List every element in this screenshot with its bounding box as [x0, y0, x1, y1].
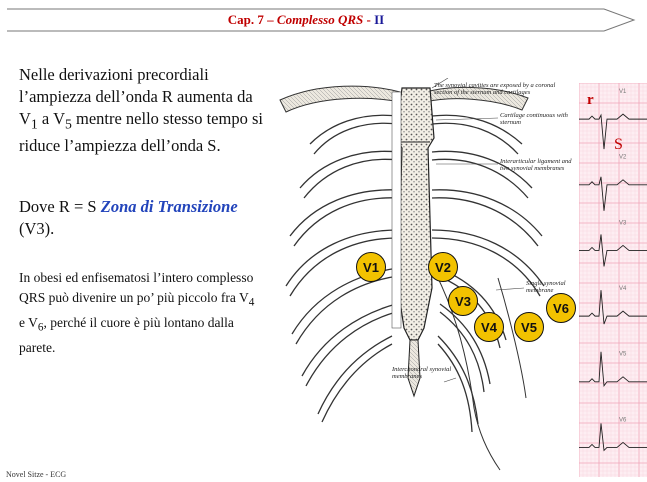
header-topic: Complesso QRS: [276, 12, 364, 27]
lead-marker-v5: V5: [514, 312, 544, 342]
ecg-trace-v1: [579, 113, 647, 150]
ecg-trace-v5: [579, 351, 647, 387]
header-separator: -: [363, 12, 375, 27]
lead-marker-v1: V1: [356, 252, 386, 282]
ecg-lead-label: V2: [619, 155, 627, 161]
label-single-synovial: Single synovial membrane: [526, 280, 566, 294]
lead-marker-v3: V3: [448, 286, 478, 316]
footer-text: Novel Sitze - ECG: [6, 470, 67, 479]
ecg-lead-label: V3: [619, 220, 627, 226]
ribcage-illustration: The synovial cavities are exposed by a c…: [260, 77, 580, 477]
lead-marker-v2: V2: [428, 252, 458, 282]
ecg-lead-label: V6: [619, 417, 627, 423]
slide-header: Cap. 7 – Complesso QRS - II: [6, 7, 636, 33]
lead-marker-v4: V4: [474, 312, 504, 342]
ecg-trace-v6: [579, 423, 647, 452]
label-interchondral: Interchondral synovial membranes: [392, 366, 452, 380]
ecg-trace-v3: [579, 234, 647, 267]
ecg-trace-v2: [579, 176, 647, 211]
ecg-trace-v4: [579, 290, 647, 325]
paragraph-transition-zone: Dove R = S Zona di Transizione (V3).: [19, 197, 238, 238]
header-chapter: Cap. 7 –: [227, 12, 277, 27]
label-cartilage-continuous: Cartilage continuous with sternum: [500, 112, 568, 126]
ecg-r-label: r: [587, 92, 594, 108]
lead-marker-v6: V6: [546, 293, 576, 323]
ecg-lead-label: V1: [619, 89, 627, 95]
ribcage-drawing: [279, 77, 545, 471]
label-interarticular-ligament: Interarticular ligament and two synovial…: [500, 158, 572, 172]
label-synovial-cavities: The synovial cavities are exposed by a c…: [434, 82, 556, 96]
header-title: Cap. 7 – Complesso QRS - II: [6, 12, 606, 28]
paragraph-r-wave: Nelle derivazioni precordiali l’ampiezza…: [19, 65, 263, 156]
transition-zone-term: Zona di Transizione: [100, 197, 238, 216]
ecg-lead-label: V5: [619, 352, 627, 358]
paragraph-obesity: In obesi ed enfisematosi l’intero comple…: [19, 270, 255, 355]
ecg-lead-label: V4: [619, 286, 627, 292]
header-arrow-frame: [7, 8, 636, 32]
ecg-s-label: S: [614, 136, 623, 153]
header-part-number: II: [374, 12, 385, 27]
